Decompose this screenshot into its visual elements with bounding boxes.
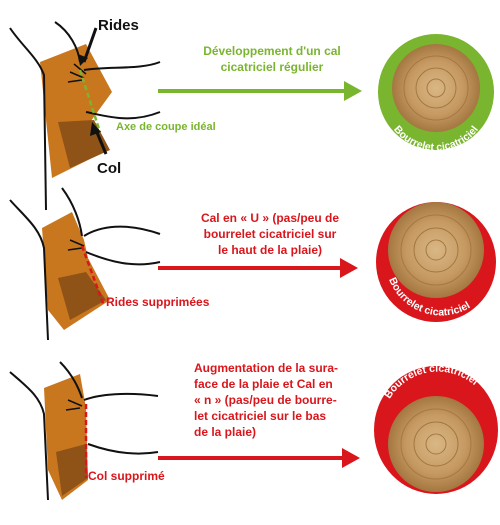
bark-ridge [67, 63, 87, 83]
cut-line-2 [80, 245, 106, 307]
wound-cross-section-3: Bourrelet cicatriciel [374, 363, 498, 494]
wound-cross-section-1: Bourrelet cicatriciel [378, 34, 494, 154]
bark-ridge [65, 399, 83, 411]
bark-ridge [67, 239, 85, 251]
col-pointer [94, 129, 108, 155]
collar-bark [56, 444, 88, 496]
growth-ring [403, 55, 469, 121]
label-cut-axis: Axe de coupe idéal [116, 121, 216, 133]
caption-3-line-1: Augmentation de la sura- [194, 361, 338, 375]
branch-junction-2 [9, 187, 161, 341]
caption-3-line-3: « n » (pas/peu de bourre- [194, 393, 337, 407]
label-col-removed: Col supprimé [88, 469, 165, 483]
branch-outline-top [83, 61, 161, 71]
label-col: Col [97, 160, 121, 177]
trunk-outline-right [59, 361, 83, 399]
caption-2-line-3: le haut de la plaie) [218, 243, 322, 257]
growth-ring [413, 421, 459, 467]
wood-face [392, 44, 480, 132]
trunk-outline-right [61, 187, 83, 237]
wound-cross-section-2: Bourrelet cicatriciel [376, 202, 496, 322]
collar-bark [58, 272, 106, 320]
trunk-outline [9, 27, 47, 211]
rides-pointer-head [78, 54, 88, 66]
caption-1-line-2: cicatriciel régulier [221, 60, 324, 74]
label-rides-removed: Rides supprimées [106, 295, 210, 309]
rides-pointer [82, 27, 98, 63]
arrow-1-head [344, 81, 362, 101]
caption-3-line-2: face de la plaie et Cal en [194, 377, 333, 391]
panel-3: Col supprimé Augmentation de la sura- fa… [9, 361, 498, 501]
col-pointer-head [90, 122, 101, 136]
trunk-outline [9, 371, 49, 501]
caption-3-line-5: de la plaie) [194, 425, 256, 439]
label-rides: Rides [98, 17, 139, 34]
caption-3-line-4: let cicatriciel sur le bas [194, 409, 326, 423]
growth-ring [400, 408, 472, 480]
growth-ring [426, 78, 446, 98]
trunk-outline [9, 199, 49, 341]
wood-face [388, 202, 484, 298]
caption-2-line-1: Cal en « U » (pas/peu de [201, 211, 339, 225]
growth-ring [413, 227, 459, 273]
growth-ring [415, 67, 457, 109]
branch-junction-1 [9, 21, 161, 211]
branch-outline [85, 111, 161, 120]
growth-ring [425, 239, 447, 261]
panel-2: Rides supprimées Cal en « U » (pas/peu d… [9, 187, 496, 341]
ideal-cut-axis [78, 69, 102, 133]
branch-outline-bottom [87, 443, 159, 455]
arrow-2-head [340, 258, 358, 278]
caption-1-line-1: Développement d'un cal [203, 44, 341, 58]
branch-junction-3 [9, 361, 159, 501]
arrow-3-head [342, 448, 360, 468]
branch-outline [83, 392, 159, 401]
branch-outline-bottom [85, 251, 161, 266]
branch-outline [83, 225, 161, 237]
growth-ring [425, 433, 447, 455]
caption-2-line-2: bourrelet cicatriciel sur [204, 227, 337, 241]
panel-1: Rides Axe de coupe idéal Col Développeme… [9, 17, 494, 211]
wood-face [388, 396, 484, 492]
growth-ring [400, 214, 472, 286]
